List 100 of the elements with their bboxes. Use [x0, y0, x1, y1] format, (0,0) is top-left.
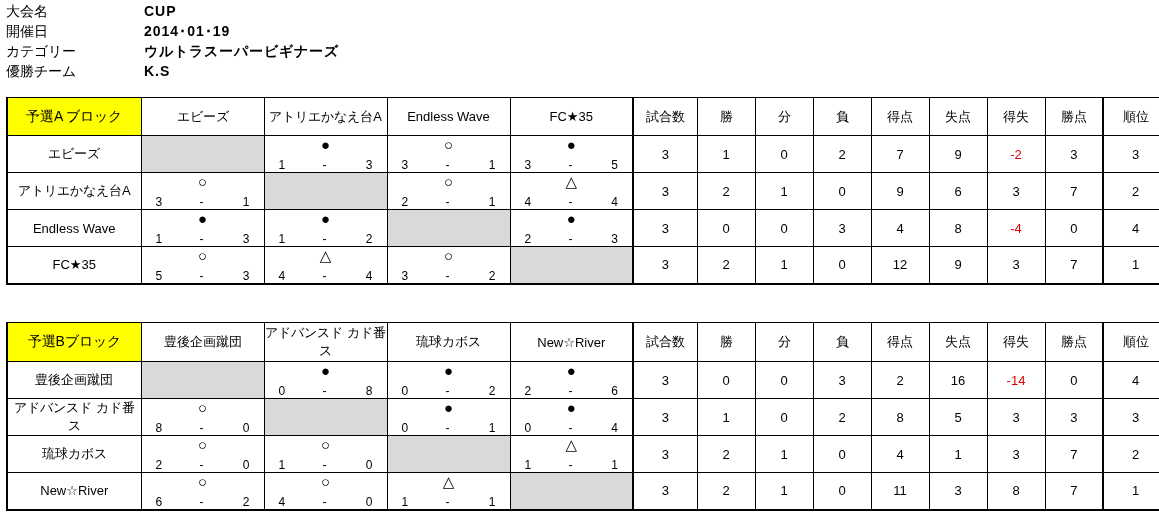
stat-value: 1: [697, 398, 755, 436]
team-header: Endless Wave: [387, 97, 510, 136]
score-dash: -: [322, 158, 327, 172]
stat-value: 3: [1103, 135, 1159, 173]
result-symbol: ○: [196, 437, 209, 453]
stat-value: 3: [929, 472, 987, 510]
score: 8: [365, 384, 373, 398]
score-dash: -: [199, 458, 204, 472]
score: 0: [278, 384, 286, 398]
stat-value: 12: [871, 246, 929, 284]
score: 4: [524, 195, 532, 209]
stat-value: 1: [755, 435, 813, 473]
stat-value: 1: [1103, 246, 1159, 284]
stat-value: 2: [871, 361, 929, 399]
score: 2: [365, 232, 373, 246]
result-symbol: ●: [442, 400, 455, 416]
score-dash: -: [322, 268, 327, 283]
result-symbol: ●: [319, 137, 332, 153]
score: 2: [488, 268, 496, 283]
stat-value: 3: [987, 246, 1045, 284]
column-header: 得失: [987, 97, 1045, 136]
score: 1: [488, 421, 496, 435]
result-symbol: △: [564, 174, 578, 190]
stat-value: 1: [697, 135, 755, 173]
score-dash: -: [568, 158, 573, 172]
field-label: カテゴリー: [6, 42, 77, 61]
score: 1: [155, 232, 163, 246]
field-label: 大会名: [6, 2, 49, 21]
stat-value: 2: [697, 172, 755, 210]
team-header: アドバンスド カド番ス: [264, 322, 387, 362]
score: 1: [488, 195, 496, 209]
score: 4: [278, 268, 286, 283]
score: 3: [401, 158, 409, 172]
column-header: 負: [813, 322, 871, 362]
score-dash: -: [568, 195, 573, 209]
score: 4: [365, 268, 373, 283]
column-header: 得点: [871, 97, 929, 136]
stat-value: 4: [871, 435, 929, 473]
score: 3: [242, 268, 250, 283]
stat-value: 0: [813, 435, 871, 473]
score: 2: [488, 384, 496, 398]
score: 0: [524, 421, 532, 435]
field-label: 開催日: [6, 22, 49, 41]
column-header: 試合数: [633, 97, 697, 136]
column-header: 勝: [697, 322, 755, 362]
stat-value: 0: [755, 398, 813, 436]
block-label: 予選A ブロック: [7, 97, 141, 136]
score: 3: [155, 195, 163, 209]
stat-value: 5: [929, 398, 987, 436]
stat-value: 3: [633, 361, 697, 399]
stat-value: 1: [755, 172, 813, 210]
stat-value: 3: [813, 361, 871, 399]
stat-value: 3: [633, 246, 697, 284]
result-symbol: ●: [442, 363, 455, 379]
score: 0: [401, 421, 409, 435]
block-label: 予選Bブロック: [7, 322, 141, 362]
team-name: アトリエかなえ台A: [7, 172, 141, 210]
score: 1: [488, 158, 496, 172]
stat-value: 11: [871, 472, 929, 510]
team-header: 琉球カボス: [387, 322, 510, 362]
result-symbol: ●: [565, 137, 577, 153]
score: 2: [524, 384, 532, 398]
result-symbol: ○: [319, 474, 332, 490]
score: 0: [365, 458, 373, 472]
score: 4: [611, 421, 618, 435]
result-symbol: ○: [196, 248, 209, 264]
score: 5: [155, 268, 163, 283]
score: 6: [155, 494, 163, 509]
column-header: 勝: [697, 97, 755, 136]
stat-value: 2: [813, 398, 871, 436]
stat-value: 3: [633, 209, 697, 247]
score-dash: -: [199, 232, 204, 246]
score: 2: [155, 458, 163, 472]
score-dash: -: [199, 195, 204, 209]
score: 3: [365, 158, 373, 172]
stat-value: 0: [813, 472, 871, 510]
stat-value: 4: [1103, 361, 1159, 399]
score: 8: [155, 421, 163, 435]
stat-value: 0: [813, 246, 871, 284]
team-name: Endless Wave: [7, 209, 141, 247]
score-dash: -: [568, 232, 573, 246]
stat-value: 0: [697, 209, 755, 247]
team-header: FC★35: [510, 97, 633, 136]
score-dash: -: [322, 384, 327, 398]
result-symbol: ●: [565, 211, 577, 227]
team-header: エビーズ: [141, 97, 264, 136]
score: 0: [401, 384, 409, 398]
stat-value: 3: [633, 172, 697, 210]
column-header: 負: [813, 97, 871, 136]
stat-value: 3: [813, 209, 871, 247]
score-dash: -: [445, 158, 450, 172]
score-dash: -: [445, 494, 450, 509]
stat-value: 3: [633, 135, 697, 173]
score: 0: [365, 494, 373, 509]
score-dash: -: [445, 195, 450, 209]
score-dash: -: [322, 458, 327, 472]
result-symbol: △: [564, 437, 578, 453]
result-symbol: ●: [565, 363, 577, 379]
stat-value: 3: [987, 435, 1045, 473]
score-dash: -: [445, 421, 450, 435]
